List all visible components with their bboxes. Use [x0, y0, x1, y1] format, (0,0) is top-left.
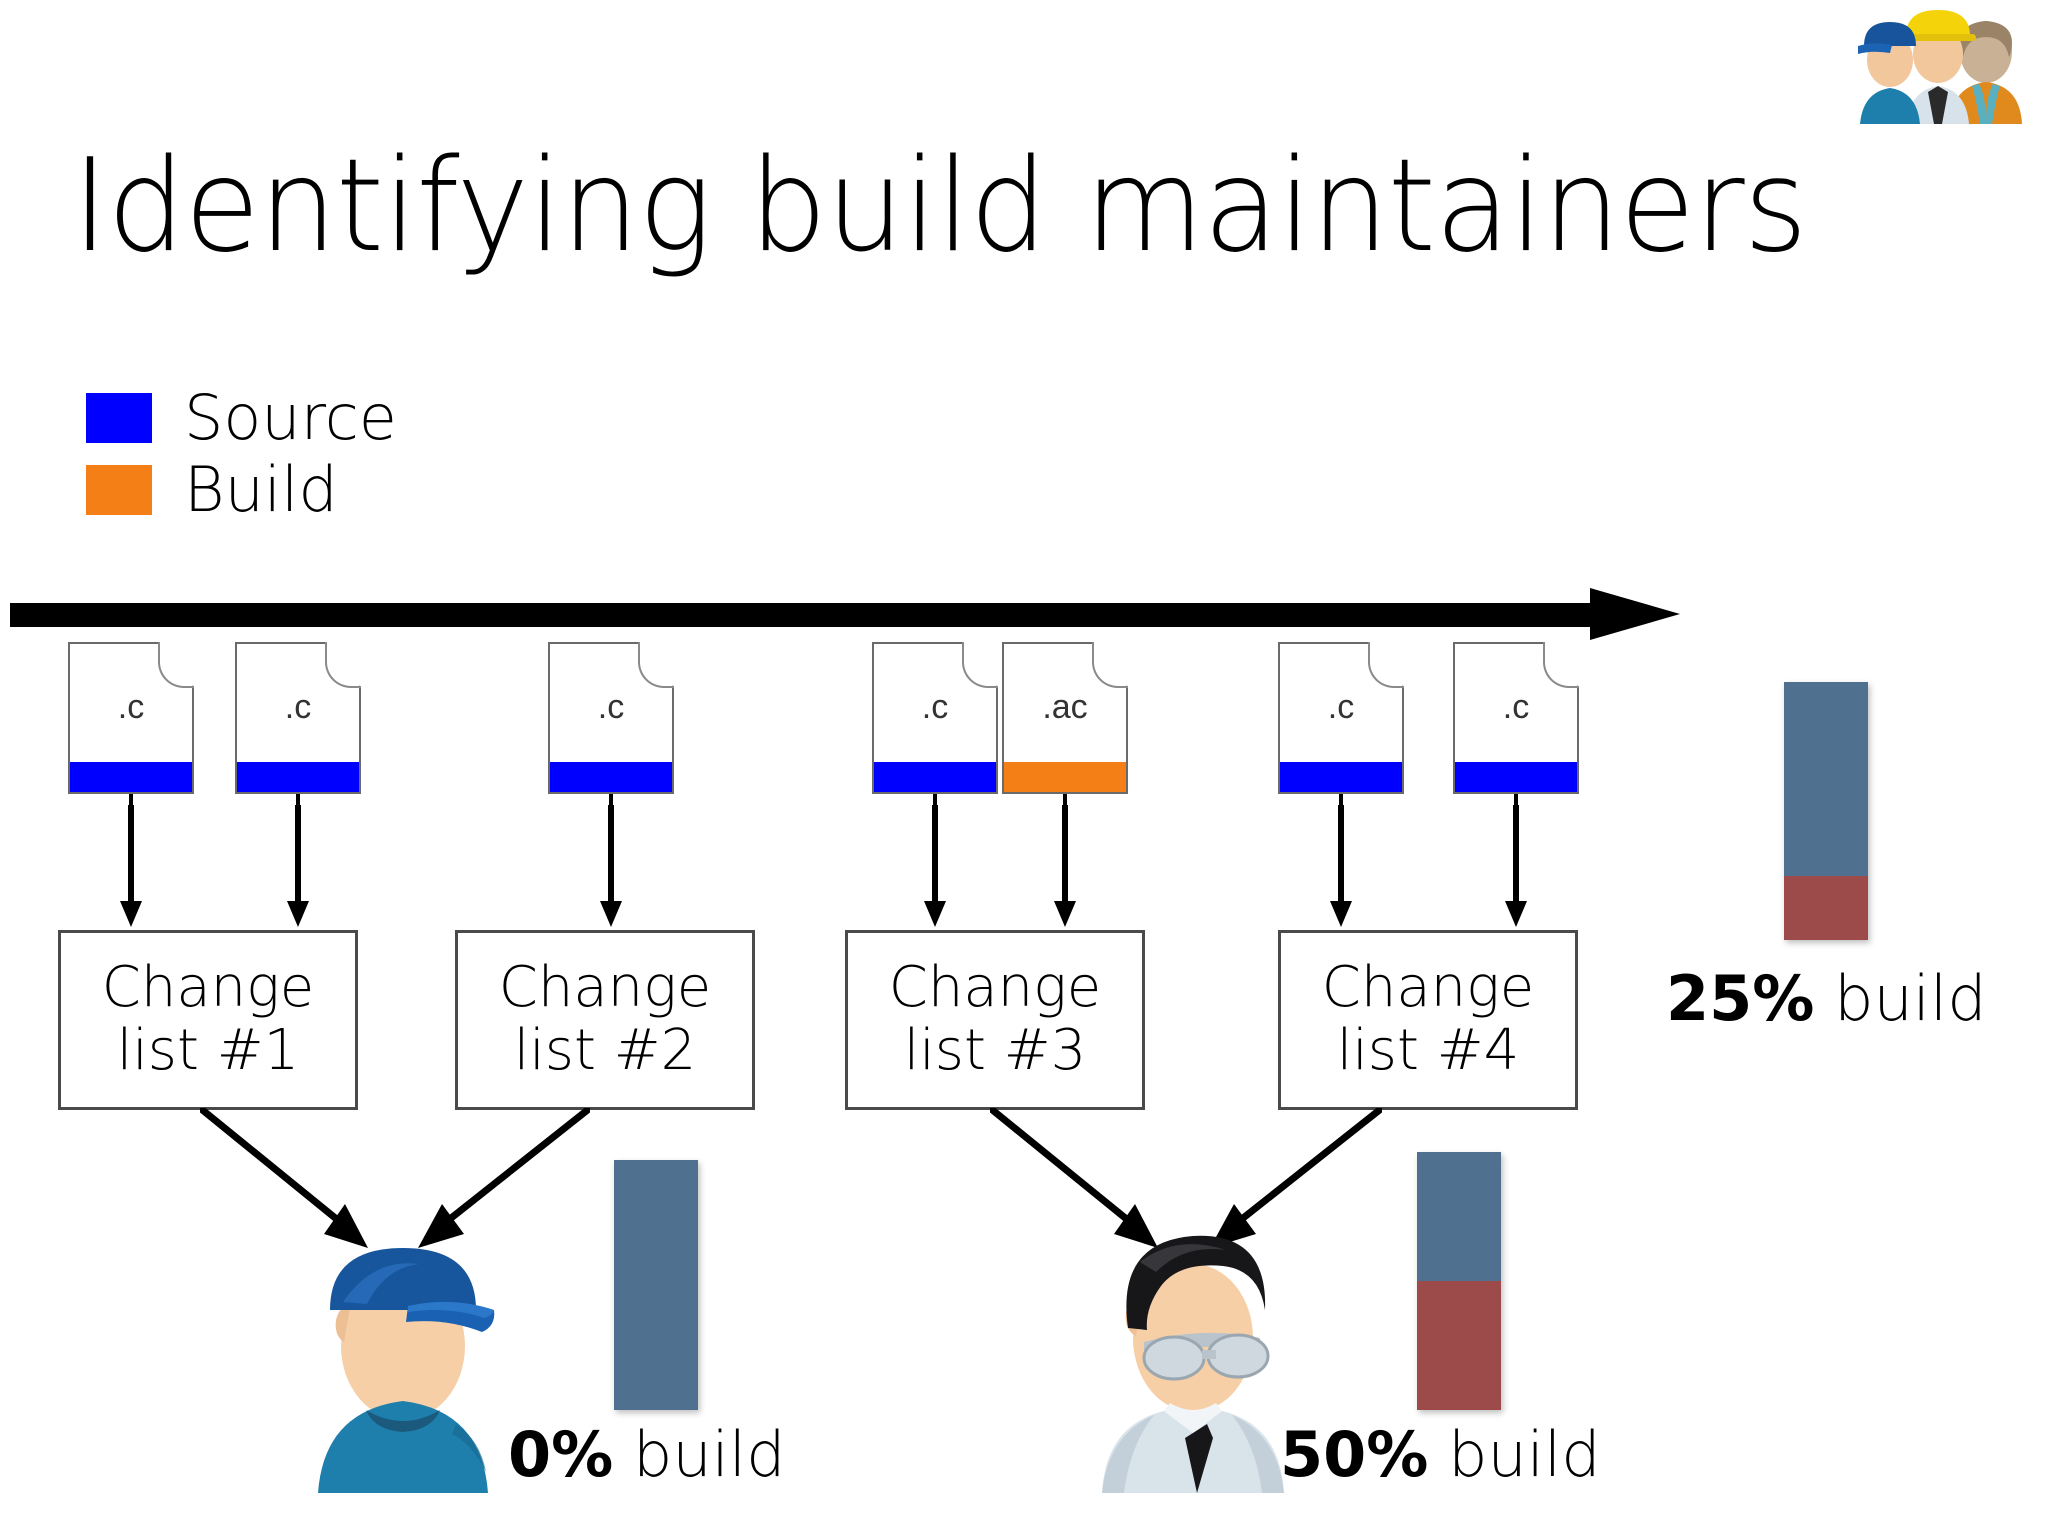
legend-item-source: Source [86, 382, 397, 454]
overall-build-percentage-label: 25% build [1666, 962, 1987, 1035]
file-icon-c-2[interactable]: .c [235, 642, 361, 816]
change-list-2-line2: list #2 [513, 1018, 697, 1083]
worker-percent-value: 0% [508, 1418, 614, 1491]
file-extension-label: .c [1327, 688, 1355, 726]
bar-segment-build [1417, 1281, 1501, 1410]
engineer-goggles-avatar [1078, 1218, 1308, 1498]
file-extension-label: .c [284, 688, 312, 726]
file-icon-c-4[interactable]: .c [872, 642, 998, 816]
change-list-box-2[interactable]: Change list #2 [455, 930, 755, 1110]
bar-segment-source [614, 1160, 698, 1410]
page-title: Identifying build maintainers [72, 132, 1808, 281]
legend-label-build: Build [184, 453, 338, 526]
file-extension-label: .c [117, 688, 145, 726]
change-list-4-line2: list #4 [1336, 1018, 1520, 1083]
change-list-1-line2: list #1 [116, 1018, 300, 1083]
file-type-bar-source [874, 762, 996, 792]
arrow-file1-to-changelist1 [116, 805, 146, 927]
orange-square-swatch [86, 465, 152, 515]
arrow-changelist4-to-engineer [1192, 1105, 1385, 1263]
arrow-file3-to-changelist2 [596, 805, 626, 927]
file-extension-label: .ac [1042, 688, 1088, 726]
file-extension-label: .c [597, 688, 625, 726]
file-icon-c-1[interactable]: .c [68, 642, 194, 816]
change-list-3-line1: Change [888, 955, 1102, 1021]
arrow-file4-to-changelist3 [920, 805, 950, 927]
build-share-bar-overall [1784, 682, 1868, 940]
blue-square-swatch [86, 393, 152, 443]
page-fold-corner-icon [325, 642, 361, 688]
legend-label-source: Source [184, 381, 397, 454]
legend: Source Build [86, 382, 397, 526]
bar-segment-build [1784, 875, 1868, 940]
page-fold-corner-icon [1368, 642, 1404, 688]
page-fold-corner-icon [1092, 642, 1128, 688]
arrow-changelist1-to-worker [197, 1105, 380, 1263]
page-fold-corner-icon [1543, 642, 1579, 688]
file-extension-label: .c [921, 688, 949, 726]
file-extension-label: .c [1502, 688, 1530, 726]
file-type-bar-source [550, 762, 672, 792]
engineer-percent-word: build [1448, 1418, 1601, 1491]
file-icon-c-5[interactable]: .c [1278, 642, 1404, 816]
file-type-bar-build [1004, 762, 1126, 792]
build-team-icon [1846, 4, 2042, 129]
file-icon-ac-1[interactable]: .ac [1002, 642, 1128, 816]
change-list-box-1[interactable]: Change list #1 [58, 930, 358, 1110]
change-list-4-line1: Change [1321, 955, 1535, 1021]
arrow-changelist3-to-engineer [987, 1105, 1170, 1263]
file-type-bar-source [70, 762, 192, 792]
file-type-bar-source [237, 762, 359, 792]
file-icon-c-3[interactable]: .c [548, 642, 674, 816]
arrow-file5-to-changelist3 [1050, 805, 1080, 927]
engineer-percent-value: 50% [1280, 1418, 1429, 1491]
bar-segment-source [1417, 1152, 1501, 1281]
worker-blue-cap-avatar [288, 1228, 518, 1498]
file-type-bar-source [1455, 762, 1577, 792]
overall-percent-value: 25% [1666, 962, 1815, 1035]
change-list-2-line1: Change [498, 955, 712, 1021]
overall-percent-word: build [1834, 962, 1987, 1035]
build-share-bar-worker [614, 1160, 698, 1410]
arrow-file2-to-changelist1 [283, 805, 313, 927]
worker-percent-word: build [632, 1418, 786, 1491]
arrow-file6-to-changelist4 [1326, 805, 1356, 927]
page-fold-corner-icon [158, 642, 194, 688]
file-icon-c-6[interactable]: .c [1453, 642, 1579, 816]
change-list-box-4[interactable]: Change list #4 [1278, 930, 1578, 1110]
build-share-bar-engineer [1417, 1152, 1501, 1410]
change-list-box-3[interactable]: Change list #3 [845, 930, 1145, 1110]
page-fold-corner-icon [638, 642, 674, 688]
worker-build-percentage-label: 0% build [508, 1418, 785, 1491]
change-list-1-line1: Change [101, 955, 315, 1021]
bar-segment-source [1784, 682, 1868, 876]
file-type-bar-source [1280, 762, 1402, 792]
change-list-3-line2: list #3 [903, 1018, 1087, 1083]
engineer-build-percentage-label: 50% build [1280, 1418, 1601, 1491]
page-fold-corner-icon [962, 642, 998, 688]
arrow-file7-to-changelist4 [1501, 805, 1531, 927]
arrow-changelist2-to-worker [400, 1105, 593, 1263]
time-axis-arrow [10, 588, 1680, 640]
legend-item-build: Build [86, 454, 397, 526]
